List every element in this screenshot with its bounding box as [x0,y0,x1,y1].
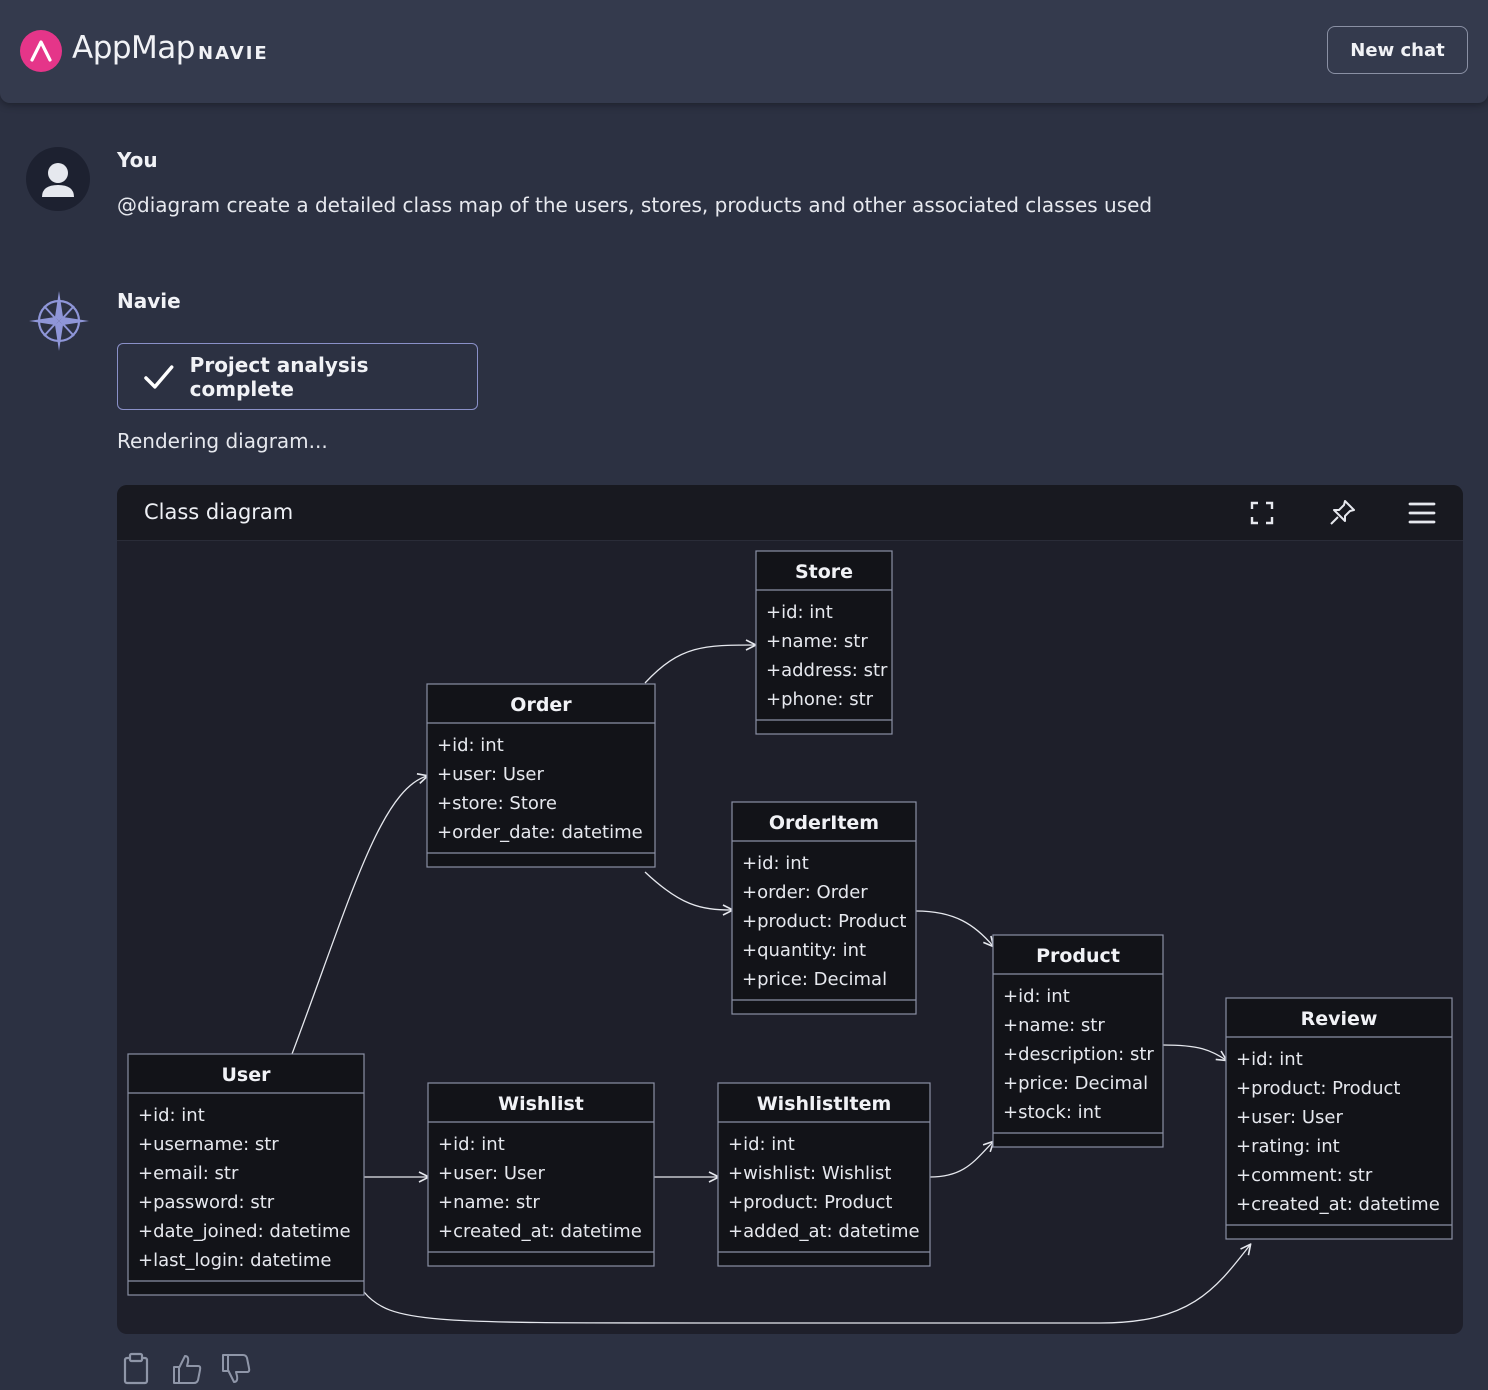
class-name: Order [510,694,572,716]
rendering-text: Rendering diagram... [117,429,328,453]
class-box [427,1082,655,1267]
class-diagram: Store +id: int +name: str +address: str +pho… [127,550,1453,1324]
class-attribute: +store: Store [437,793,557,814]
diagram-title: Class diagram [144,500,294,524]
class-name: OrderItem [769,812,879,834]
class-wishlistitem: WishlistItem +id: int +wishlist: Wishlist +… [717,1082,931,1267]
edge-orderitem-product [915,910,993,946]
class-box [755,550,893,735]
class-attribute: +username: str [138,1134,279,1155]
class-attribute: +order_date: datetime [437,822,643,843]
class-attribute: +id: int [437,735,504,756]
class-box [992,934,1164,1148]
class-attribute: +name: str [1003,1015,1105,1036]
app-header: AppMap NAVIE New chat [0,0,1488,103]
class-attribute: +date_joined: datetime [138,1221,351,1242]
fullscreen-icon[interactable] [1246,497,1278,529]
class-name: Product [1036,945,1120,967]
class-box [731,801,917,1015]
class-attribute: +product: Product [728,1192,892,1213]
edge-order-store [644,645,755,684]
edge-user-review [363,1245,1250,1324]
class-box [127,1053,365,1296]
thumbs-up-icon[interactable] [170,1352,204,1386]
class-attribute: +email: str [138,1163,239,1184]
class-attribute: +user: User [438,1163,545,1184]
class-store: Store +id: int +name: str +address: str +pho… [755,550,893,735]
class-name: Store [795,561,853,583]
class-product: Product +id: int +name: str +description: s… [992,934,1164,1148]
class-attribute: +id: int [438,1134,505,1155]
clipboard-icon[interactable] [119,1352,153,1386]
new-chat-button[interactable]: New chat [1327,26,1468,74]
class-user: User +id: int +username: str +email: str +pa… [127,1053,365,1296]
class-box [426,683,656,868]
thumbs-down-icon[interactable] [219,1352,253,1386]
class-attribute: +password: str [138,1192,275,1213]
class-attribute: +stock: int [1003,1102,1101,1123]
edge-user-order [291,776,427,1055]
class-attribute: +product: Product [742,911,906,932]
class-review: Review +id: int +product: Product +user: Us… [1225,997,1453,1240]
class-name: User [222,1064,272,1086]
class-attribute: +id: int [742,853,809,874]
class-orderitem: OrderItem +id: int +order: Order +product: … [731,801,917,1015]
class-attribute: +created_at: datetime [438,1221,642,1242]
user-icon [42,163,74,197]
class-name: Wishlist [498,1093,584,1115]
class-attribute: +last_login: datetime [138,1250,331,1271]
class-attribute: +quantity: int [742,940,866,961]
class-attribute: +id: int [138,1105,205,1126]
brand-sub: NAVIE [198,43,269,64]
class-name: Review [1301,1008,1378,1030]
class-diagram-card: Class diagram [117,485,1463,1334]
checkmark-icon [144,364,174,389]
class-attribute: +name: str [766,631,868,652]
user-message-text: @diagram create a detailed class map of … [117,193,1153,217]
class-attribute: +description: str [1003,1044,1154,1065]
class-attribute: +comment: str [1236,1165,1373,1186]
analysis-status-label: Project analysis complete [189,352,369,401]
appmap-logo-icon [20,30,62,72]
pin-icon[interactable] [1326,497,1358,529]
user-sender-name: You [117,148,158,172]
navie-compass-icon [26,288,92,354]
edge-wishlistitem-product [929,1142,993,1178]
brand-name: AppMap [72,30,195,66]
diagram-toolbar: Class diagram [117,485,1463,541]
class-attribute: +phone: str [766,689,874,710]
analysis-status-box: Project analysis complete [117,343,478,410]
class-attribute: +wishlist: Wishlist [728,1163,891,1184]
assistant-sender-name: Navie [117,289,181,313]
class-attribute: +id: int [728,1134,795,1155]
class-attribute: +created_at: datetime [1236,1194,1440,1215]
class-attribute: +user: User [437,764,544,785]
menu-icon[interactable] [1406,497,1438,529]
edge-product-review [1162,1044,1226,1060]
class-box [1225,997,1453,1240]
class-attribute: +address: str [766,660,888,681]
class-name: WishlistItem [757,1093,892,1115]
class-attribute: +name: str [438,1192,540,1213]
class-attribute: +rating: int [1236,1136,1340,1157]
class-attribute: +product: Product [1236,1078,1400,1099]
class-order: Order +id: int +user: User +store: Store +or… [426,683,656,868]
class-box [717,1082,931,1267]
class-wishlist: Wishlist +id: int +user: User +name: str +cr… [427,1082,655,1267]
edge-order-orderitem [644,871,732,910]
class-attribute: +id: int [1236,1049,1303,1070]
user-avatar [26,147,90,211]
class-attribute: +user: User [1236,1107,1343,1128]
class-attribute: +order: Order [742,882,868,903]
class-attribute: +price: Decimal [1003,1073,1148,1094]
class-attribute: +price: Decimal [742,969,887,990]
class-attribute: +added_at: datetime [728,1221,920,1242]
class-attribute: +id: int [1003,986,1070,1007]
class-attribute: +id: int [766,602,833,623]
